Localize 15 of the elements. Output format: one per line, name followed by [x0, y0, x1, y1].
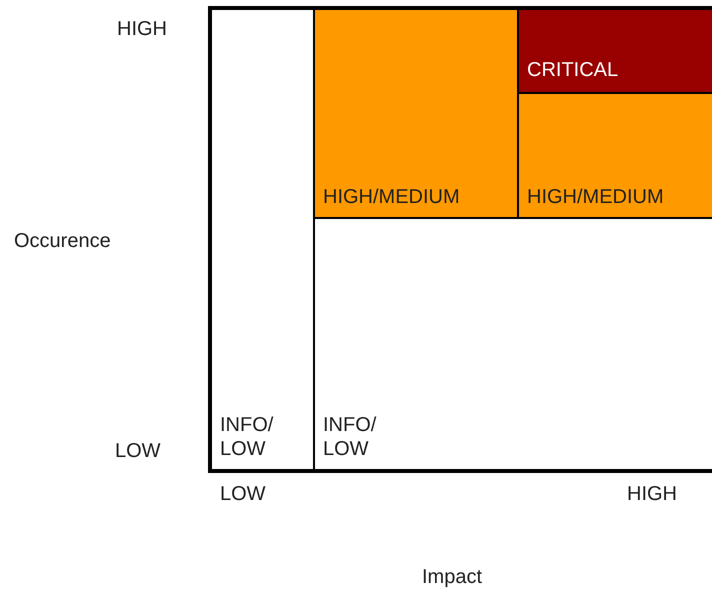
- axis-title: Impact: [422, 566, 482, 589]
- axis-title: Occurence: [14, 230, 111, 253]
- axis-tick-label: HIGH: [117, 18, 167, 41]
- risk-level-label: HIGH/MEDIUM: [527, 185, 664, 209]
- axis-tick-label: LOW: [115, 440, 161, 463]
- risk-cell: [313, 8, 519, 219]
- axis-tick-label: HIGH: [627, 483, 677, 506]
- axis-tick-label: LOW: [220, 483, 266, 506]
- risk-level-label: INFO/ LOW: [323, 413, 378, 461]
- risk-cell: [517, 92, 712, 219]
- risk-cell: [210, 8, 315, 471]
- risk-level-label: INFO/ LOW: [220, 413, 274, 461]
- risk-cell: [517, 8, 712, 94]
- risk-level-label: HIGH/MEDIUM: [323, 185, 460, 209]
- risk-level-label: CRITICAL: [527, 58, 618, 82]
